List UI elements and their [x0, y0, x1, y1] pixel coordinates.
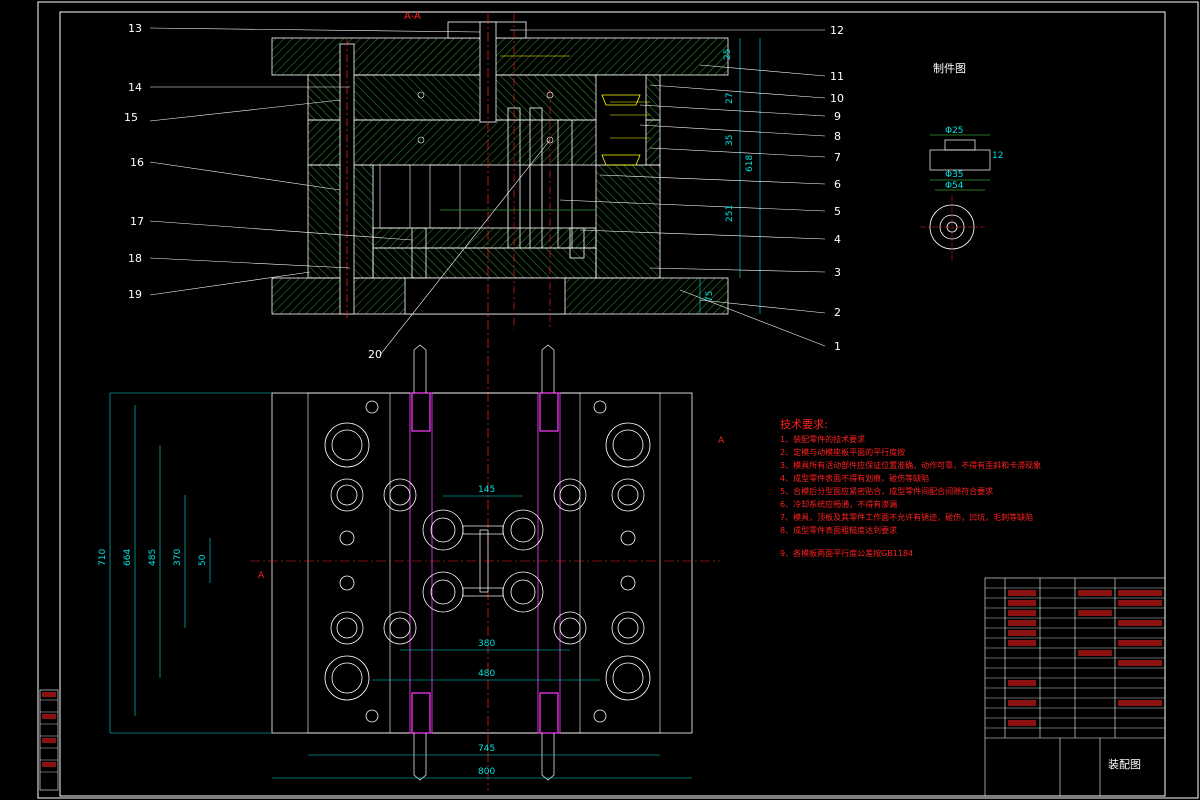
callout-10: 10	[830, 92, 844, 105]
tech-item-1: 1、装配零件的技术要求	[780, 434, 865, 444]
part-dim-a: Φ25	[945, 126, 964, 136]
dim-d1: 25	[723, 49, 733, 60]
callout-17: 17	[130, 215, 144, 228]
dim-h5: 710	[98, 549, 108, 566]
dim-w5: 800	[478, 767, 495, 777]
callout-13: 13	[128, 22, 142, 35]
dim-h2: 370	[173, 549, 183, 566]
callout-18: 18	[128, 252, 142, 265]
dim-d7: 75	[705, 291, 715, 302]
leader-lines	[149, 27, 826, 347]
plan-view	[109, 344, 720, 781]
view-marker-right: A	[718, 436, 725, 446]
callout-6: 6	[834, 178, 841, 191]
dim-h3: 485	[148, 549, 158, 566]
part-drawing	[920, 134, 991, 260]
callout-16: 16	[130, 156, 144, 169]
tech-item-4: 4、成型零件表面不得有划痕，碰伤等缺陷	[780, 473, 929, 483]
title-block-red-fills	[42, 590, 1162, 767]
dim-w2: 380	[478, 639, 495, 649]
tech-item-3: 3、模具所有活动部件应保证位置准确，动作可靠，不得有歪斜和卡滞现象	[780, 460, 1041, 470]
part-dim-c: Φ54	[945, 181, 964, 191]
tech-item-9: 9、各模板两面平行度公差按GB1184	[780, 548, 913, 558]
title-block-rows	[40, 587, 1165, 773]
callout-19: 19	[128, 288, 142, 301]
callout-15: 15	[124, 111, 138, 124]
dim-d3: 35	[725, 135, 735, 146]
dim-h4: 664	[123, 549, 133, 566]
tech-title: 技术要求:	[780, 418, 828, 431]
tech-item-5: 5、合模后分型面应紧密贴合，成型零件间配合间隙符合要求	[780, 486, 993, 496]
callout-14: 14	[128, 81, 142, 94]
callout-9: 9	[834, 110, 841, 123]
tech-item-2: 2、定模与动模座板平面的平行度按	[780, 447, 905, 457]
dim-d6: 618	[745, 155, 755, 172]
callout-8: 8	[834, 130, 841, 143]
callout-1: 1	[834, 340, 841, 353]
dim-d5: 251	[725, 205, 735, 222]
dim-w1: 145	[478, 485, 495, 495]
dim-d2: 27	[725, 93, 735, 104]
dim-w4: 745	[478, 744, 495, 754]
part-drawing-title: 制件图	[933, 62, 966, 75]
view-marker-left: A	[258, 571, 265, 581]
part-dim-b: Φ35	[945, 170, 964, 180]
dim-w3: 480	[478, 669, 495, 679]
title-block-name: 装配图	[1108, 758, 1141, 771]
part-dim-d: 12	[992, 151, 1003, 161]
callout-11: 11	[830, 70, 844, 83]
callout-4: 4	[834, 233, 841, 246]
section-view	[271, 14, 761, 790]
callout-12: 12	[830, 24, 844, 37]
tech-item-7: 7、模具，顶板及其零件工作面不允许有锈迹，碰伤，凹坑，毛刺等缺陷	[780, 512, 1033, 522]
callout-20: 20	[368, 348, 382, 361]
callout-3: 3	[834, 266, 841, 279]
callout-2: 2	[834, 306, 841, 319]
tech-item-8: 8、成型零件表面粗糙度达到要求	[780, 525, 897, 535]
callout-7: 7	[834, 151, 841, 164]
dim-h1: 50	[198, 554, 208, 566]
tech-item-6: 6、冷却系统应畅通，不得有渗漏	[780, 499, 897, 509]
callout-5: 5	[834, 205, 841, 218]
section-title: A-A	[404, 11, 421, 22]
